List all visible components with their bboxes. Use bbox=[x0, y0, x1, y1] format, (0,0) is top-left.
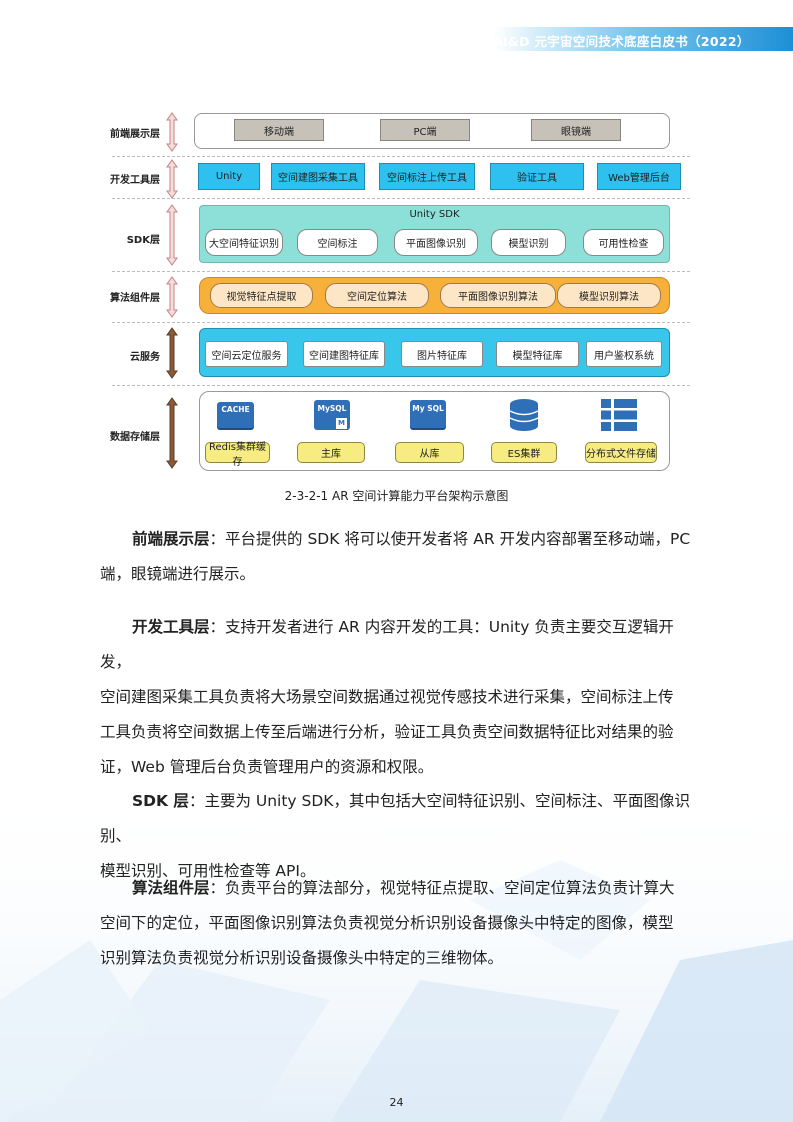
master-badge-icon: M bbox=[335, 417, 348, 430]
storage-item: ES集群 bbox=[491, 442, 557, 463]
double-arrow-icon bbox=[166, 276, 178, 318]
sdk-item: 可用性检查 bbox=[583, 229, 664, 256]
double-arrow-icon bbox=[166, 204, 178, 266]
paragraph-line: 空间下的定位，平面图像识别算法负责视觉分析识别设备摄像头中特定的图像，模型 bbox=[100, 914, 674, 932]
algorithm-item: 模型识别算法 bbox=[557, 283, 661, 308]
algorithm-item: 平面图像识别算法 bbox=[440, 283, 556, 308]
page-number: 24 bbox=[389, 1096, 404, 1109]
double-arrow-icon bbox=[166, 397, 178, 469]
layer-divider bbox=[112, 385, 690, 386]
frontend-item: 移动端 bbox=[234, 119, 324, 141]
algorithm-item: 视觉特征点提取 bbox=[210, 283, 313, 308]
layer-label-cloud: 云服务 bbox=[130, 352, 160, 363]
paragraph-lead: 前端展示层 bbox=[132, 530, 210, 548]
storage-item: 主库 bbox=[297, 442, 365, 463]
paragraph-devtools: 开发工具层：支持开发者进行 AR 内容开发的工具：Unity 负责主要交互逻辑开… bbox=[100, 610, 694, 785]
layer-divider bbox=[112, 271, 690, 272]
page-header: AI&D 元宇宙空间技术底座白皮书（2022） bbox=[493, 27, 793, 51]
paragraph-lead: 开发工具层 bbox=[132, 618, 210, 636]
paragraph-sdk: SDK 层：主要为 Unity SDK，其中包括大空间特征识别、空间标注、平面图… bbox=[100, 784, 694, 889]
cloud-item: 空间云定位服务 bbox=[205, 341, 288, 367]
layer-divider bbox=[112, 198, 690, 199]
paragraph-line: 工具负责将空间数据上传至后端进行分析，验证工具负责空间数据特征比对结果的验 bbox=[100, 723, 674, 741]
layer-divider bbox=[112, 322, 690, 323]
devtool-item: 空间标注上传工具 bbox=[379, 163, 475, 190]
sdk-item: 模型识别 bbox=[491, 229, 566, 256]
figure-caption: 2-3-2-1 AR 空间计算能力平台架构示意图 bbox=[284, 489, 509, 503]
paragraph-frontend: 前端展示层：平台提供的 SDK 将可以使开发者将 AR 开发内容部署至移动端，P… bbox=[100, 522, 694, 592]
storage-item: 分布式文件存储 bbox=[585, 442, 657, 463]
sdk-item: 平面图像识别 bbox=[394, 229, 478, 256]
layer-label-sdk: SDK层 bbox=[126, 235, 160, 246]
devtool-item: 空间建图采集工具 bbox=[271, 163, 365, 190]
paragraph-lead: SDK 层 bbox=[132, 792, 189, 810]
mysql-slave-icon: My SQL bbox=[410, 400, 446, 428]
layer-label-devtools: 开发工具层 bbox=[110, 175, 160, 186]
double-arrow-icon bbox=[166, 327, 178, 379]
paragraph-algorithm: 算法组件层：负责平台的算法部分，视觉特征点提取、空间定位算法负责计算大 空间下的… bbox=[100, 871, 694, 976]
cache-icon-label: CACHE bbox=[221, 405, 250, 414]
paragraph-line: 识别算法负责视觉分析识别设备摄像头中特定的三维物体。 bbox=[100, 949, 504, 967]
paragraph-line: 空间建图采集工具负责将大场景空间数据通过视觉传感技术进行采集，空间标注上传 bbox=[100, 688, 674, 706]
paragraph-line: 证，Web 管理后台负责管理用户的资源和权限。 bbox=[100, 758, 434, 776]
algorithm-item: 空间定位算法 bbox=[325, 283, 429, 308]
cache-icon: CACHE bbox=[217, 402, 254, 428]
mysql-icon-label: My SQL bbox=[412, 404, 444, 413]
paragraph-line: ：主要为 Unity SDK，其中包括大空间特征识别、空间标注、平面图像识别、 bbox=[100, 792, 690, 845]
paragraph-line: ：负责平台的算法部分，视觉特征点提取、空间定位算法负责计算大 bbox=[209, 879, 675, 897]
database-icon bbox=[509, 399, 539, 431]
sdk-title: Unity SDK bbox=[409, 208, 460, 220]
frontend-item: PC端 bbox=[380, 119, 470, 141]
storage-item: 从库 bbox=[395, 442, 464, 463]
storage-item: Redis集群缓存 bbox=[205, 442, 270, 468]
double-arrow-icon bbox=[166, 112, 178, 152]
paragraph-line: ：支持开发者进行 AR 内容开发的工具：Unity 负责主要交互逻辑开发， bbox=[100, 618, 674, 671]
layer-label-frontend: 前端展示层 bbox=[110, 129, 160, 140]
double-arrow-icon bbox=[166, 159, 178, 199]
file-storage-icon bbox=[601, 399, 637, 431]
cloud-item: 模型特征库 bbox=[496, 341, 579, 367]
paragraph-line: 模型识别、可用性检查等 API。 bbox=[100, 862, 316, 880]
mysql-icon-label: MySQL bbox=[317, 404, 347, 413]
layer-label-algorithm: 算法组件层 bbox=[110, 293, 160, 304]
devtool-item: Unity bbox=[198, 163, 260, 190]
layer-divider bbox=[112, 156, 690, 157]
sdk-item: 大空间特征识别 bbox=[205, 229, 283, 256]
cloud-item: 图片特征库 bbox=[401, 341, 483, 367]
paragraph-line: ：平台提供的 SDK 将可以使开发者将 AR 开发内容部署至移动端，PC bbox=[209, 530, 691, 548]
cloud-item: 空间建图特征库 bbox=[303, 341, 385, 367]
devtool-item: 验证工具 bbox=[490, 163, 584, 190]
frontend-item: 眼镜端 bbox=[531, 119, 621, 141]
mysql-master-icon: MySQL M bbox=[314, 400, 350, 430]
layer-label-storage: 数据存储层 bbox=[110, 432, 160, 443]
cloud-item: 用户鉴权系统 bbox=[586, 341, 662, 367]
devtool-item: Web管理后台 bbox=[597, 163, 681, 190]
header-title: AI&D 元宇宙空间技术底座白皮书（2022） bbox=[493, 34, 750, 49]
paragraph-line: 端，眼镜端进行展示。 bbox=[100, 565, 256, 583]
sdk-item: 空间标注 bbox=[297, 229, 378, 256]
paragraph-lead: 算法组件层 bbox=[132, 879, 210, 897]
